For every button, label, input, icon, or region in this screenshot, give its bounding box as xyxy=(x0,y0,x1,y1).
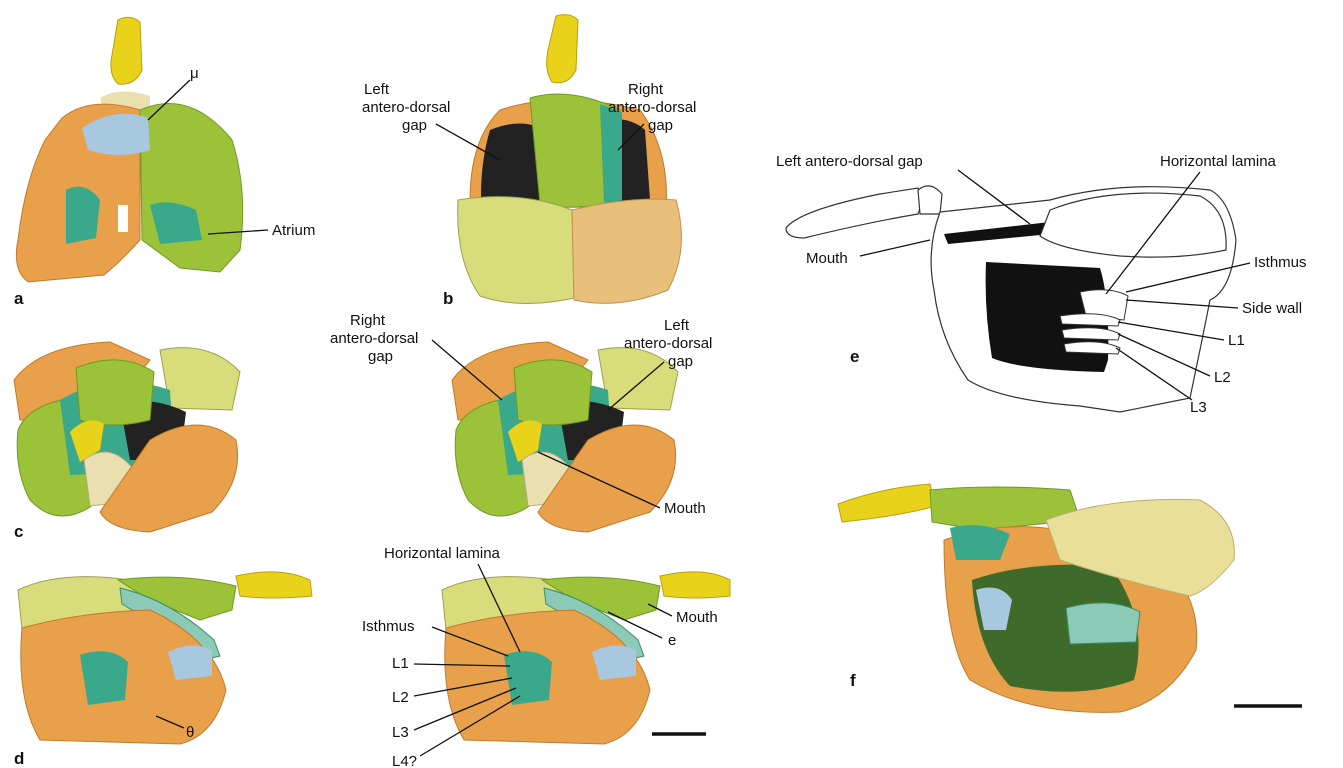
label-mu: μ xyxy=(190,65,199,82)
panel-letter-f: f xyxy=(850,671,856,690)
label-d-L2: L2 xyxy=(392,689,409,706)
label-b-right-2: antero-dorsal xyxy=(608,99,696,116)
panel-c-model-left xyxy=(14,342,240,532)
label-d-L4: L4? xyxy=(392,753,417,768)
label-atrium: Atrium xyxy=(272,222,315,239)
label-theta: θ xyxy=(186,724,194,741)
label-e-mouth: Mouth xyxy=(806,250,848,267)
label-d-horizontal-lamina: Horizontal lamina xyxy=(384,545,501,562)
panel-d-model-left xyxy=(18,572,312,744)
label-b-left-3: gap xyxy=(402,117,427,134)
panel-letter-c: c xyxy=(14,522,23,541)
label-d-L1: L1 xyxy=(392,655,409,672)
label-d-isthmus: Isthmus xyxy=(362,618,415,635)
label-d-L3: L3 xyxy=(392,724,409,741)
label-c-left-1: Left xyxy=(664,317,690,334)
label-b-left-2: antero-dorsal xyxy=(362,99,450,116)
panel-a-model xyxy=(16,17,242,282)
label-d-e: e xyxy=(668,632,676,649)
label-c-left-2: antero-dorsal xyxy=(624,335,712,352)
label-e-left-gap: Left antero-dorsal gap xyxy=(776,153,923,170)
label-e-L3: L3 xyxy=(1190,399,1207,416)
label-c-left-3: gap xyxy=(668,353,693,370)
label-b-right-1: Right xyxy=(628,81,664,98)
panel-letter-a: a xyxy=(14,289,24,308)
label-c-mouth: Mouth xyxy=(664,500,706,517)
label-e-L2: L2 xyxy=(1214,369,1231,386)
label-b-right-3: gap xyxy=(648,117,673,134)
panel-letter-d: d xyxy=(14,749,24,768)
label-e-isthmus: Isthmus xyxy=(1254,254,1307,271)
panel-b-model xyxy=(458,15,682,304)
label-d-mouth: Mouth xyxy=(676,609,718,626)
panel-c-model-right xyxy=(452,342,678,532)
label-b-left-1: Left xyxy=(364,81,390,98)
label-e-horizontal-lamina: Horizontal lamina xyxy=(1160,153,1277,170)
leader-line xyxy=(860,240,930,256)
panel-letter-e: e xyxy=(850,347,859,366)
label-c-right-3: gap xyxy=(368,348,393,365)
label-e-side-wall: Side wall xyxy=(1242,300,1302,317)
label-c-right-1: Right xyxy=(350,312,386,329)
panel-e-drawing xyxy=(786,186,1236,412)
panel-d-model-right xyxy=(442,572,730,744)
panel-f-model xyxy=(838,484,1234,712)
label-e-L1: L1 xyxy=(1228,332,1245,349)
label-c-right-2: antero-dorsal xyxy=(330,330,418,347)
panel-letter-b: b xyxy=(443,289,453,308)
